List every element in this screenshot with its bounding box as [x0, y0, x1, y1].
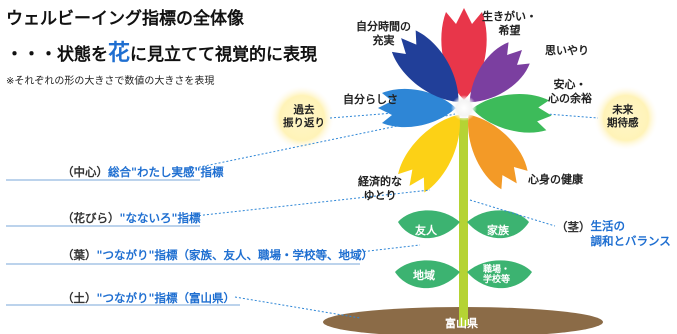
label-omoiyari: 思いやり	[545, 44, 589, 57]
subtitle-suffix: に見立てて視覚的に表現	[130, 45, 318, 65]
leaf-label-chiiki: 地域	[413, 269, 435, 282]
main-title: ウェルビーイング指標の全体像	[6, 9, 244, 29]
size-note: ※それぞれの形の大きさで数値の大きさを表現	[6, 76, 215, 87]
subtitle-hana: 花	[108, 41, 131, 66]
legend-stem-text: 生活の 調和とバランス	[590, 219, 671, 248]
petal-jibun-jikan	[391, 30, 459, 103]
legend-petal-text: "なないろ"指標	[119, 211, 201, 225]
leaf-shokuba	[467, 260, 532, 289]
soil-label: 富山県	[445, 317, 478, 330]
legend-leaf-text: "つながり"指標（家族、友人、職場・学校等、地域）	[96, 248, 373, 262]
petal-shinshin	[468, 114, 528, 190]
legend-soil-text: "つながり"指標（富山県）	[96, 291, 235, 305]
leaf-chiiki	[395, 260, 460, 289]
leaf-kazoku	[467, 210, 529, 239]
label-future: 未来 期待感	[607, 104, 639, 130]
legend-soil-prefix: （土）	[62, 291, 97, 305]
label-keizai: 経済的な ゆとり	[358, 175, 402, 202]
petal-keizai	[398, 114, 460, 193]
legend-petal-prefix: （花びら）	[62, 211, 120, 225]
stem	[459, 118, 468, 326]
legend-center-text: 総合"わたし実感"指標	[108, 165, 224, 179]
petal-jibunrashisa	[378, 88, 456, 128]
legend-leaf-prefix: （葉）	[62, 248, 97, 262]
legend-soil-line	[234, 296, 361, 319]
label-anshin: 安心・ 心の余裕	[548, 78, 592, 105]
legend-center: （中心）総合"わたし実感"指標	[62, 164, 223, 180]
leaf-label-shokuba: 職場・ 学校等	[483, 265, 511, 286]
label-shinshin: 心身の健康	[528, 173, 583, 186]
label-ikigai: 生きがい・ 希望	[482, 10, 537, 37]
legend-stem-prefix: （茎）	[556, 220, 591, 234]
past-circle	[270, 86, 334, 150]
leaf-tomo	[398, 210, 460, 239]
leaf-label-tomo: 友人	[415, 224, 437, 237]
legend-center-line	[194, 113, 456, 169]
legend-petal: （花びら）"なないろ"指標	[62, 210, 200, 226]
label-jibunrashisa: 自分らしさ	[343, 93, 398, 106]
subtitle: ・・・状態を花に見立てて視覚的に表現	[6, 35, 317, 67]
legend-leaf: （葉）"つながり"指標（家族、友人、職場・学校等、地域）	[62, 247, 373, 263]
legend-center-prefix: （中心）	[62, 165, 108, 179]
legend-soil: （土）"つながり"指標（富山県）	[62, 290, 235, 306]
legend-stem: （茎）生活の 調和とバランス	[556, 219, 671, 249]
petal-omoiyari	[469, 42, 530, 103]
petal-anshin	[471, 93, 552, 133]
label-past: 過去 振り返り	[283, 104, 325, 130]
legend-stem-line	[469, 199, 556, 227]
leaf-label-kazoku: 家族	[487, 224, 509, 237]
flower-center	[451, 95, 477, 121]
label-jibun-jikan: 自分時間の 充実	[356, 20, 411, 47]
subtitle-prefix: ・・・状態を	[6, 45, 108, 65]
future-circle	[594, 86, 658, 150]
legend-petal-line	[194, 189, 431, 217]
